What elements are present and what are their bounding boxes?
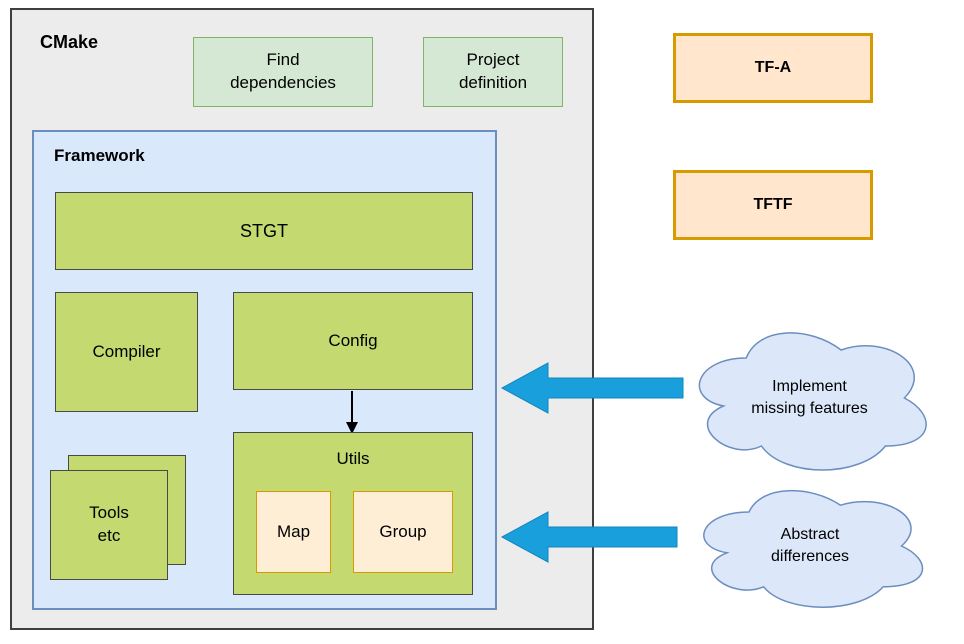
find-dependencies-box: Find dependencies (193, 37, 373, 107)
map-box: Map (256, 491, 331, 573)
implement-cloud: Implement missing features (683, 318, 936, 478)
abstract-cloud: Abstract differences (688, 478, 932, 614)
group-box: Group (353, 491, 453, 573)
utils-label: Utils (336, 449, 370, 468)
project-definition-box: Project definition (423, 37, 563, 107)
implement-cloud-label: Implement missing features (751, 377, 868, 417)
cloud-icon (688, 478, 932, 614)
tftf-box: TFTF (673, 170, 873, 240)
abstract-left-arrow-icon (500, 511, 678, 563)
config-box: Config (233, 292, 473, 390)
cloud-icon (683, 318, 936, 478)
tools-box: Tools etc (50, 470, 168, 580)
config-to-utils-arrow-icon (346, 391, 358, 434)
framework-label: Framework (54, 146, 145, 165)
utils-box: Utils Map Group (233, 432, 473, 595)
compiler-box: Compiler (55, 292, 198, 412)
stgt-box: STGT (55, 192, 473, 270)
cmake-label: CMake (40, 32, 99, 52)
tfa-box: TF-A (673, 33, 873, 103)
abstract-cloud-label: Abstract differences (771, 525, 849, 565)
implement-left-arrow-icon (500, 362, 684, 414)
